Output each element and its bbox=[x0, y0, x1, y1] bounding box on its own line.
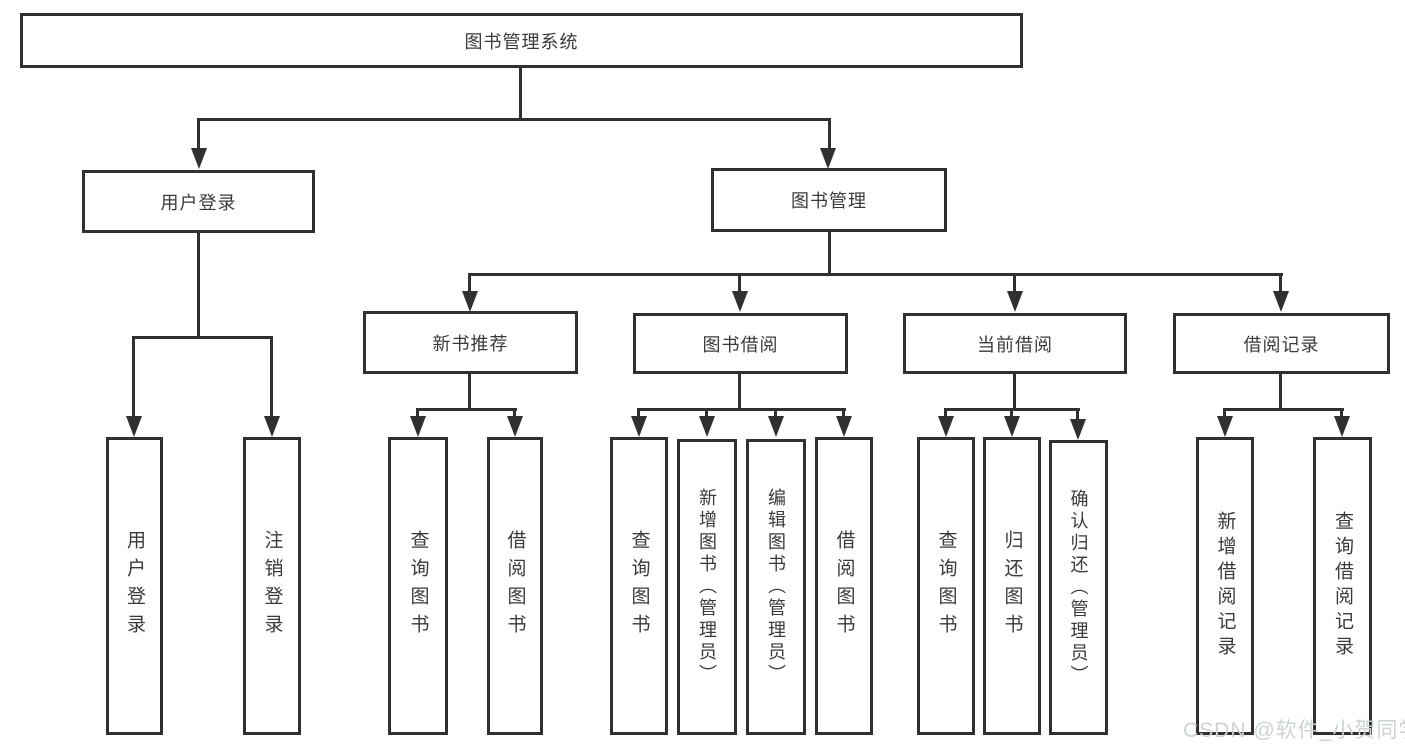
node-borrow-record-label: 借阅记录 bbox=[1243, 334, 1320, 355]
leaf-add-book-admin-label: 新增图书（管理员） bbox=[697, 488, 717, 686]
leaf-recommend-borrow-book: 借阅图书 bbox=[487, 437, 543, 735]
connector-drop-borrow-record bbox=[1279, 273, 1282, 293]
arrowhead bbox=[1334, 416, 1350, 437]
connector-drop bbox=[1076, 408, 1079, 421]
node-new-book-recommend-label: 新书推荐 bbox=[432, 333, 509, 354]
connector-new-book-bar bbox=[416, 408, 517, 411]
leaf-current-query-book: 查询图书 bbox=[917, 437, 975, 735]
leaf-query-borrow-record: 查询借阅记录 bbox=[1313, 437, 1372, 735]
arrowhead-book-management bbox=[820, 148, 836, 169]
connector-current-borrow-stem bbox=[1013, 372, 1016, 410]
leaf-return-book: 归还图书 bbox=[983, 437, 1041, 735]
arrowhead-user-login bbox=[191, 148, 207, 169]
connector-drop bbox=[1223, 408, 1226, 418]
connector-drop bbox=[513, 408, 516, 418]
leaf-add-book-admin: 新增图书（管理员） bbox=[677, 439, 737, 735]
leaf-current-query-book-label: 查询图书 bbox=[935, 530, 957, 642]
connector-book-borrow-stem bbox=[738, 372, 741, 410]
leaf-recommend-query-book-label: 查询图书 bbox=[407, 530, 429, 642]
leaf-query-borrow-record-label: 查询借阅记录 bbox=[1332, 511, 1353, 661]
connector-root-stem bbox=[519, 67, 522, 120]
leaf-return-book-label: 归还图书 bbox=[1001, 530, 1023, 642]
connector-drop bbox=[416, 408, 419, 418]
connector-drop-leaf-logout bbox=[270, 336, 273, 418]
leaf-add-borrow-record: 新增借阅记录 bbox=[1196, 437, 1254, 735]
connector-drop-current-borrow bbox=[1013, 273, 1016, 293]
arrowhead-leaf-login bbox=[126, 416, 142, 437]
arrowhead bbox=[1070, 419, 1086, 440]
arrowhead bbox=[699, 416, 715, 437]
connector-user-login-bar bbox=[133, 336, 273, 339]
node-current-borrow-label: 当前借阅 bbox=[977, 334, 1053, 355]
connector-drop bbox=[705, 408, 708, 418]
connector-drop-book-management bbox=[828, 118, 831, 150]
node-user-login-label: 用户登录 bbox=[160, 192, 237, 213]
connector-user-login-stem bbox=[197, 231, 200, 338]
node-book-management: 图书管理 bbox=[711, 168, 947, 232]
arrowhead bbox=[836, 416, 852, 437]
connector-book-borrow-bar bbox=[637, 408, 846, 411]
arrowhead-current-borrow bbox=[1007, 291, 1023, 312]
leaf-borrow-book: 借阅图书 bbox=[815, 437, 873, 735]
arrowhead bbox=[1004, 416, 1020, 437]
arrowhead-book-borrow bbox=[732, 291, 748, 312]
leaf-logout: 注销登录 bbox=[243, 437, 301, 735]
leaf-edit-book-admin: 编辑图书（管理员） bbox=[746, 439, 806, 735]
node-user-login: 用户登录 bbox=[82, 170, 315, 233]
connector-drop-leaf-login bbox=[132, 336, 135, 418]
connector-drop bbox=[842, 408, 845, 418]
connector-borrow-record-stem bbox=[1279, 372, 1282, 410]
connector-new-book-stem bbox=[468, 372, 471, 410]
arrowhead bbox=[1217, 416, 1233, 437]
leaf-confirm-return-admin: 确认归还（管理员） bbox=[1049, 440, 1108, 735]
arrowhead-new-book bbox=[462, 291, 478, 312]
node-book-borrow-label: 图书借阅 bbox=[702, 334, 779, 355]
leaf-borrow-query-book: 查询图书 bbox=[610, 437, 668, 735]
leaf-confirm-return-admin-label: 确认归还（管理员） bbox=[1068, 488, 1089, 687]
arrowhead-borrow-record bbox=[1273, 291, 1289, 312]
arrowhead bbox=[768, 416, 784, 437]
connector-drop-user-login bbox=[197, 118, 200, 150]
node-new-book-recommend: 新书推荐 bbox=[363, 311, 578, 374]
connector-drop bbox=[774, 408, 777, 418]
connector-root-bar bbox=[197, 118, 831, 121]
arrowhead bbox=[938, 416, 954, 437]
leaf-borrow-book-label: 借阅图书 bbox=[833, 530, 855, 642]
leaf-borrow-query-book-label: 查询图书 bbox=[628, 530, 650, 642]
node-root: 图书管理系统 bbox=[20, 13, 1023, 68]
leaf-edit-book-admin-label: 编辑图书（管理员） bbox=[766, 488, 786, 686]
arrowhead bbox=[631, 416, 647, 437]
leaf-recommend-query-book: 查询图书 bbox=[388, 437, 448, 735]
leaf-add-borrow-record-label: 新增借阅记录 bbox=[1214, 511, 1236, 661]
arrowhead bbox=[507, 416, 523, 437]
connector-drop-book-borrow bbox=[738, 273, 741, 293]
leaf-logout-label: 注销登录 bbox=[261, 530, 283, 642]
node-book-borrow: 图书借阅 bbox=[633, 313, 848, 374]
leaf-user-login-label: 用户登录 bbox=[124, 530, 145, 642]
connector-borrow-record-bar bbox=[1223, 408, 1344, 411]
connector-book-mgmt-stem bbox=[828, 230, 831, 275]
arrowhead bbox=[410, 416, 426, 437]
node-current-borrow: 当前借阅 bbox=[903, 313, 1127, 374]
node-book-management-label: 图书管理 bbox=[791, 191, 867, 211]
connector-drop bbox=[1010, 408, 1013, 418]
node-root-label: 图书管理系统 bbox=[464, 31, 579, 52]
connector-drop bbox=[944, 408, 947, 418]
arrowhead-leaf-logout bbox=[264, 416, 280, 437]
node-borrow-record: 借阅记录 bbox=[1173, 313, 1390, 374]
connector-drop-new-book bbox=[468, 273, 471, 293]
csdn-watermark: CSDN @软件_小贺同学 bbox=[1183, 719, 1405, 742]
leaf-recommend-borrow-book-label: 借阅图书 bbox=[504, 530, 526, 642]
connector-book-mgmt-bar bbox=[469, 273, 1283, 276]
connector-drop bbox=[1340, 408, 1343, 418]
leaf-user-login: 用户登录 bbox=[106, 437, 163, 735]
connector-drop bbox=[637, 408, 640, 418]
